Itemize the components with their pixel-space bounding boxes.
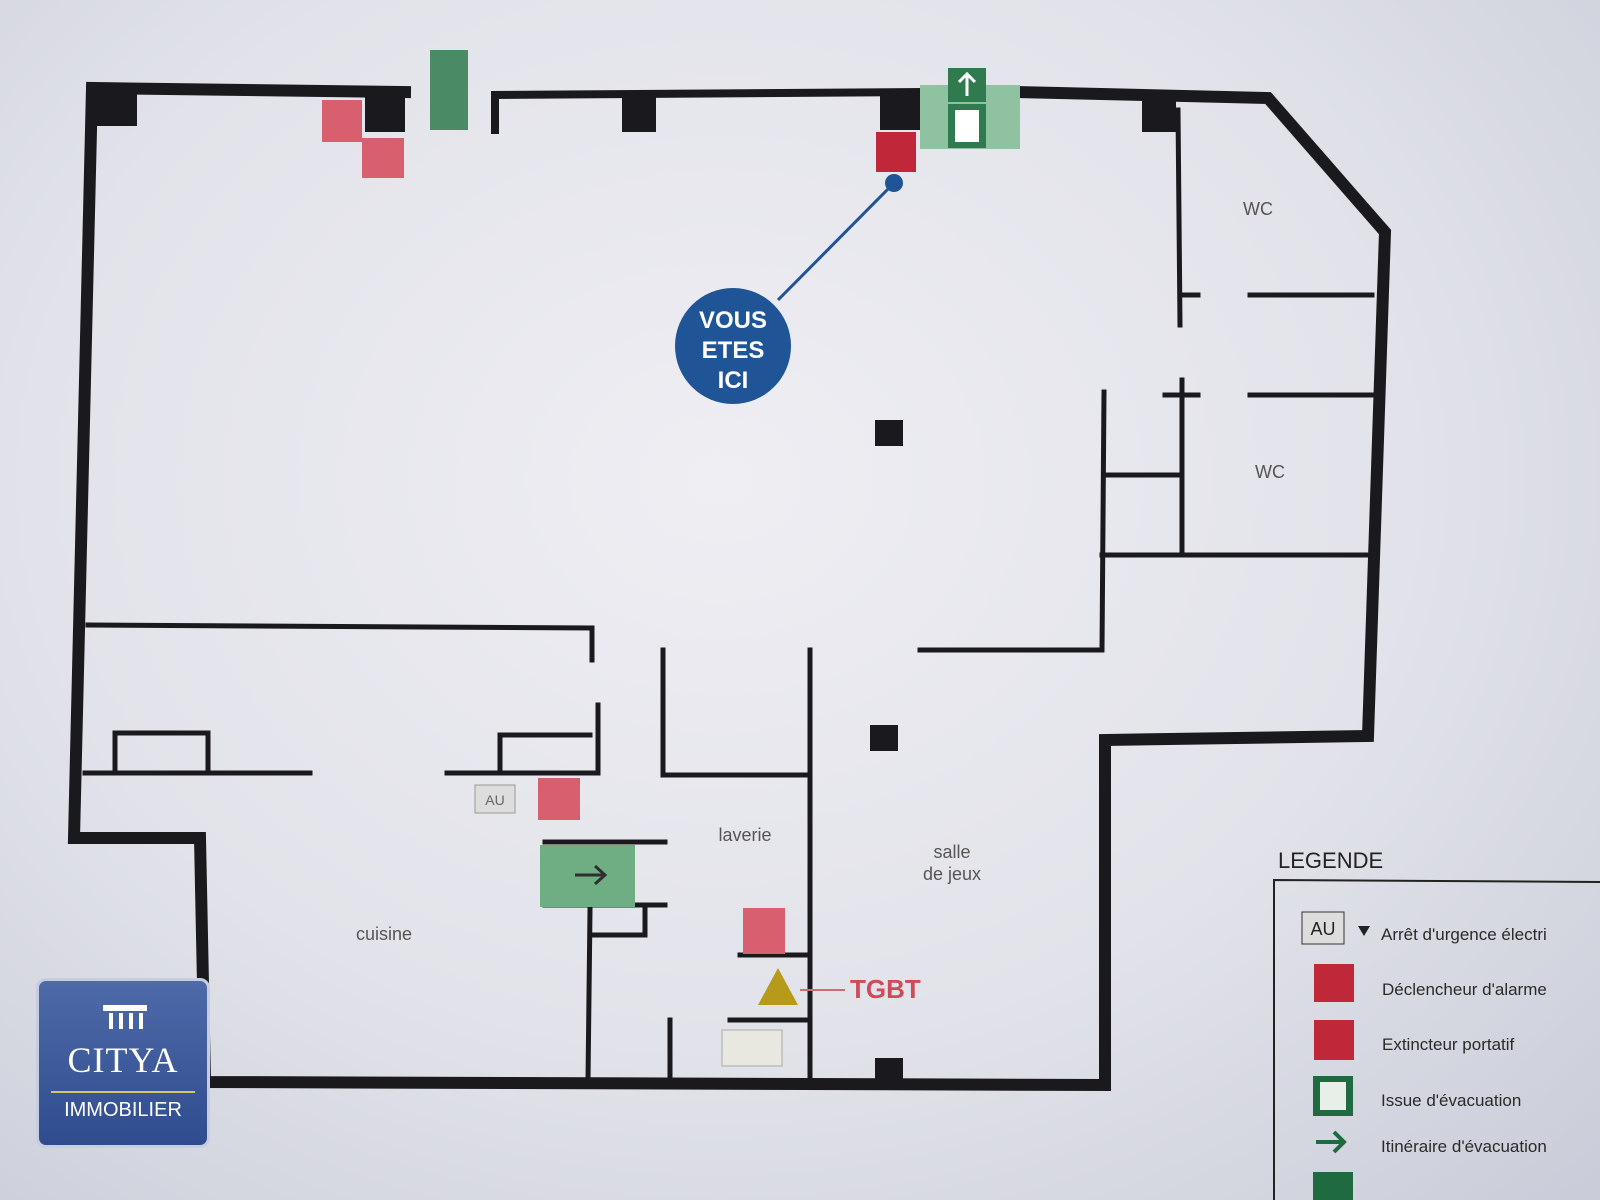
you-are-here-line1: VOUS — [699, 307, 767, 334]
fire-extinguisher-icon — [1314, 1020, 1354, 1060]
legend-item-0: Arrêt d'urgence électri — [1381, 925, 1547, 944]
fire-equipment: AU TGBT — [322, 100, 921, 1067]
room-salle-line2: de jeux — [923, 864, 981, 884]
legend-item-2: Extincteur portatif — [1382, 1035, 1515, 1054]
fire-extinguisher-icon — [362, 138, 404, 178]
legend-title: LEGENDE — [1278, 848, 1383, 873]
walls — [67, 81, 1392, 1092]
emergency-stop-icon — [1301, 911, 1345, 945]
room-wc-bottom: WC — [1255, 462, 1285, 482]
room-wc-top: WC — [1243, 199, 1273, 219]
column-icon — [103, 1005, 147, 1029]
room-labels: WC WC cuisine laverie salle de jeux — [356, 199, 1285, 944]
you-are-here-line2: ETES — [702, 337, 765, 364]
legend: LEGENDE AU Arrêt d'urgence électri Décle… — [1273, 848, 1600, 1200]
fire-extinguisher-icon — [322, 100, 362, 142]
fire-extinguisher-icon — [743, 908, 785, 954]
room-cuisine: cuisine — [356, 924, 412, 944]
legend-au-symbol: AU — [1310, 919, 1335, 939]
exit-signs — [430, 50, 1020, 907]
legend-item-4: Itinéraire d'évacuation — [1381, 1137, 1547, 1156]
emergency-exit-icon-top — [430, 50, 468, 130]
electrical-unit-icon — [721, 1029, 783, 1067]
fire-alarm-icon — [1314, 964, 1354, 1002]
room-salle-line1: salle — [933, 842, 970, 862]
room-laverie: laverie — [718, 825, 771, 845]
fire-alarm-icon — [876, 132, 916, 172]
logo-brand: CITYA — [67, 1040, 179, 1080]
logo-sub: IMMOBILIER — [51, 1091, 195, 1122]
legend-item-1: Déclencheur d'alarme — [1382, 980, 1547, 999]
au-label: AU — [485, 792, 504, 808]
evacuation-arrow-icon — [1316, 1130, 1347, 1154]
citya-logo: CITYA IMMOBILIER — [36, 978, 210, 1148]
you-are-here-marker: VOUS ETES ICI — [675, 174, 903, 404]
emergency-stop-icon — [474, 784, 516, 814]
fire-extinguisher-icon — [538, 778, 580, 820]
warning-icon — [758, 968, 798, 1005]
you-are-here-line3: ICI — [718, 367, 749, 394]
legend-item-3: Issue d'évacuation — [1381, 1091, 1521, 1110]
tgbt-label: TGBT — [850, 974, 921, 1004]
